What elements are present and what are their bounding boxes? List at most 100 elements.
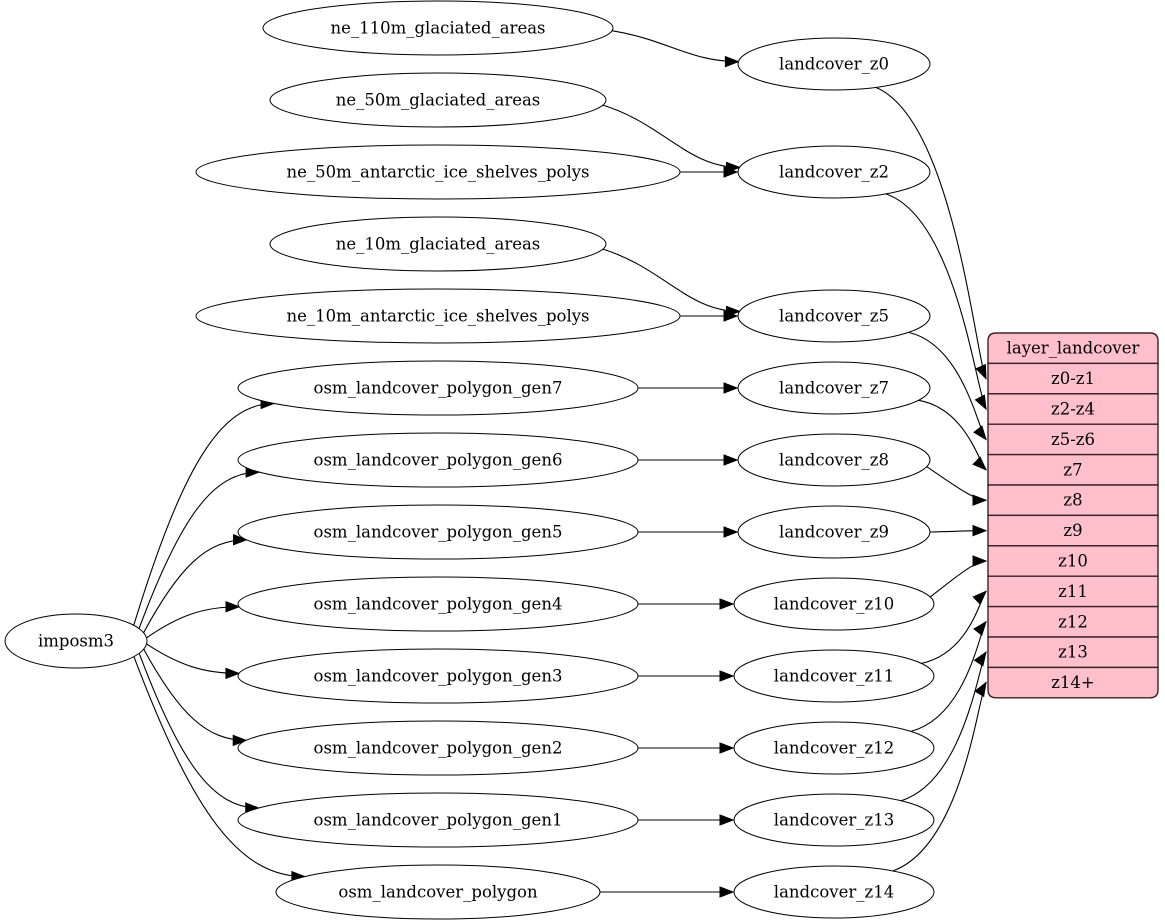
node-ne110ga[interactable]: ne_110m_glaciated_areas [262,0,614,56]
arrow-head-icon [724,55,740,68]
table-row-label: z9 [1063,521,1082,540]
edge-lz14-to-z14+ [892,681,987,872]
node-label: ne_50m_antarctic_ice_shelves_polys [286,163,589,182]
node-ne10ais[interactable]: ne_10m_antarctic_ice_shelves_polys [195,288,681,344]
table-row-cell[interactable] [987,636,1159,669]
edge-path [875,86,987,379]
node-gen7[interactable]: osm_landcover_polygon_gen7 [237,360,639,416]
node-lz13[interactable]: landcover_z13 [733,793,935,847]
landcover-node-ellipse[interactable] [733,865,935,919]
node-label: landcover_z5 [779,307,889,326]
node-imposm3[interactable]: imposm3 [4,613,148,669]
table-row-cell[interactable] [987,575,1159,608]
table-row-cell[interactable] [987,484,1159,517]
landcover-node-ellipse[interactable] [737,433,931,487]
landcover-node-ellipse[interactable] [737,289,931,343]
table-header-label: layer_landcover [1007,339,1140,358]
landcover-node-ellipse[interactable] [737,361,931,415]
node-lz8[interactable]: landcover_z8 [737,433,931,487]
table-row-cell[interactable] [987,514,1159,547]
edge-ne10ais-to-lz5 [679,310,739,322]
node-ne10ga[interactable]: ne_10m_glaciated_areas [269,216,607,272]
arrow-head-icon [723,382,739,394]
node-gen5[interactable]: osm_landcover_polygon_gen5 [237,504,639,560]
osm-table-node-ellipse[interactable] [237,504,639,560]
node-lz11[interactable]: landcover_z11 [733,649,935,703]
edge-lz11-to-z11 [921,590,987,664]
table-row-label: z12 [1058,612,1088,631]
arrow-head-icon [719,742,735,754]
node-label: osm_landcover_polygon_gen2 [314,739,563,758]
arrow-head-icon [723,454,739,466]
arrow-head-icon [719,814,735,826]
layer-landcover-table[interactable]: layer_landcoverz0-z1z2-z4z5-z6z7z8z9z10z… [987,332,1159,699]
table-row-cell[interactable] [987,605,1159,638]
edge-gen4-to-lz10 [638,598,735,610]
osm-table-node-ellipse[interactable] [237,360,639,416]
landcover-node-ellipse[interactable] [737,37,931,91]
arrow-head-icon [972,456,987,471]
table-row-cell[interactable] [987,362,1159,395]
node-gen6[interactable]: osm_landcover_polygon_gen6 [237,432,639,488]
arrow-head-icon [719,598,735,610]
node-gen1[interactable]: osm_landcover_polygon_gen1 [237,792,639,848]
landcover-node-ellipse[interactable] [737,145,931,199]
natural-earth-node-ellipse[interactable] [195,288,681,344]
landcover-node-ellipse[interactable] [733,577,935,631]
natural-earth-node-ellipse[interactable] [262,0,614,56]
landcover-node-ellipse[interactable] [733,721,935,775]
arrow-head-icon [719,670,735,682]
edge-imposm3-to-gen2 [142,648,248,747]
landcover-node-ellipse[interactable] [733,793,935,847]
edge-path [138,471,260,630]
edge-path [133,402,275,626]
osm-table-node-ellipse[interactable] [237,720,639,776]
table-row-label: z13 [1058,643,1088,662]
source-node-ellipse[interactable] [4,613,148,669]
table-row-cell[interactable] [987,666,1159,699]
node-lz0[interactable]: landcover_z0 [737,37,931,91]
edge-imposm3-to-gen7 [133,397,276,626]
node-lz10[interactable]: landcover_z10 [733,577,935,631]
node-label: osm_landcover_polygon_gen5 [314,523,563,542]
arrow-head-icon [232,534,248,546]
edge-imposm3-to-gen4 [145,601,241,639]
edge-imposm3-to-gen3 [145,643,241,680]
node-lz5[interactable]: landcover_z5 [737,289,931,343]
edge-path [142,539,247,634]
osm-table-node-ellipse[interactable] [275,864,601,920]
arrow-head-icon [973,620,987,636]
node-lz14[interactable]: landcover_z14 [733,865,935,919]
natural-earth-node-ellipse[interactable] [269,216,607,272]
node-lz2[interactable]: landcover_z2 [737,145,931,199]
node-lz12[interactable]: landcover_z12 [733,721,935,775]
node-ne50ais[interactable]: ne_50m_antarctic_ice_shelves_polys [195,144,681,200]
table-row-label: z2-z4 [1051,400,1095,419]
arrow-head-icon [972,590,987,605]
table-row-cell[interactable] [987,393,1159,425]
node-gen3[interactable]: osm_landcover_polygon_gen3 [237,648,639,704]
node-gen4[interactable]: osm_landcover_polygon_gen4 [237,576,639,632]
osm-table-node-ellipse[interactable] [237,792,639,848]
arrow-head-icon [723,526,739,538]
osm-table-node-ellipse[interactable] [237,432,639,488]
node-ne50ga[interactable]: ne_50m_glaciated_areas [269,72,607,128]
natural-earth-node-ellipse[interactable] [269,72,607,128]
node-lz9[interactable]: landcover_z9 [737,505,931,559]
arrow-head-icon [225,667,241,680]
edge-lz7-to-z7 [918,399,987,471]
edge-lz2-to-z2-z4 [885,193,987,411]
landcover-node-ellipse[interactable] [737,505,931,559]
node-gen0[interactable]: osm_landcover_polygon [275,864,601,920]
node-lz7[interactable]: landcover_z7 [737,361,931,415]
arrow-head-icon [225,601,241,613]
osm-table-node-ellipse[interactable] [237,576,639,632]
node-label: landcover_z10 [774,595,894,614]
table-row-cell[interactable] [987,545,1159,577]
edge-path [885,193,987,410]
node-gen2[interactable]: osm_landcover_polygon_gen2 [237,720,639,776]
osm-table-node-ellipse[interactable] [237,648,639,704]
landcover-node-ellipse[interactable] [733,649,935,703]
natural-earth-node-ellipse[interactable] [195,144,681,200]
